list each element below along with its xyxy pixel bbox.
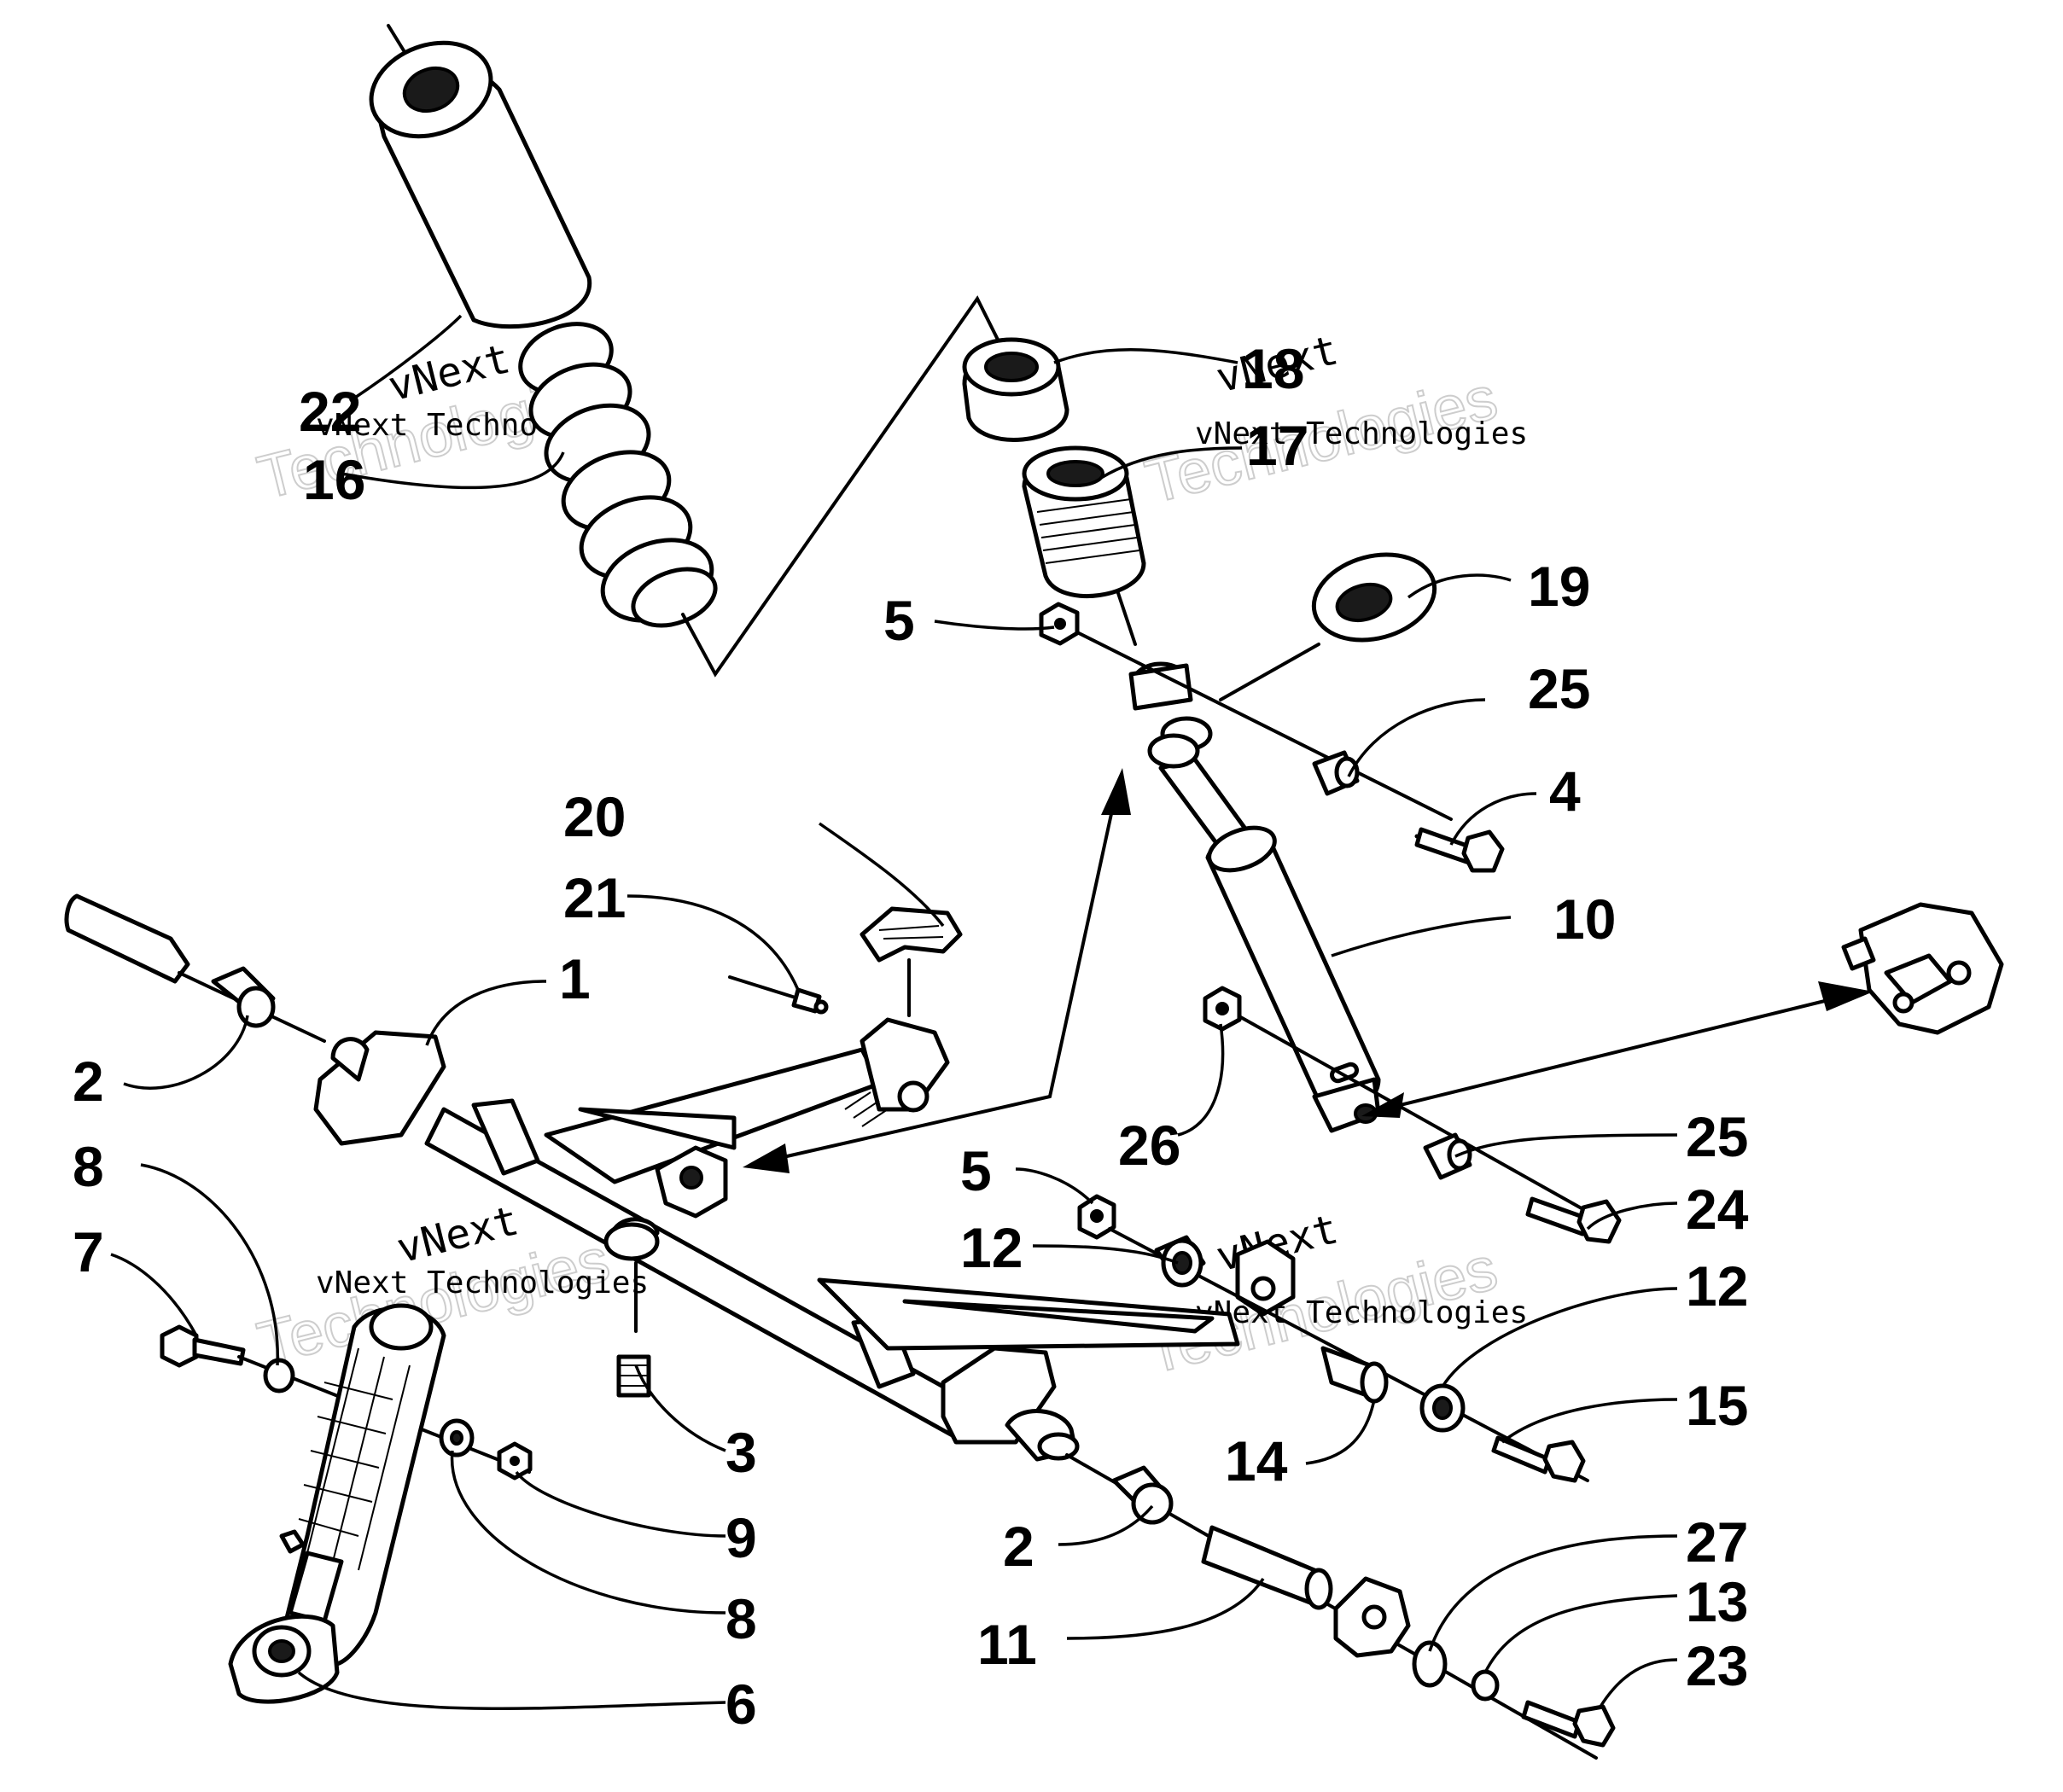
washer-8-lower-part: [439, 1418, 475, 1457]
lower-shock-bolt-axis: [1236, 1014, 1589, 1213]
bolt-15-part: [1491, 1435, 1586, 1483]
wheel-nut-part: [1333, 1576, 1411, 1658]
watermark-line-3: vNext Technologies: [316, 1265, 649, 1300]
pin-21-part: [728, 975, 829, 1015]
shock-cover-part: [369, 24, 592, 329]
shock-absorber-part: [1128, 661, 1381, 1133]
callout-12-upper: 12: [960, 1216, 1023, 1279]
bushing-12-lower-part: [1419, 1383, 1466, 1433]
callout-25-lower: 25: [1686, 1105, 1748, 1168]
callout-25-upper: 25: [1528, 657, 1590, 720]
watermark-line-2: vNext Technologies: [1195, 416, 1528, 451]
callout-27: 27: [1686, 1510, 1748, 1574]
pin-11-part: [1201, 1525, 1333, 1610]
callout-18: 18: [1242, 337, 1304, 400]
callout-2-upper: 2: [73, 1050, 104, 1113]
washer-19-part: [1311, 552, 1437, 643]
callout-17: 17: [1246, 414, 1308, 477]
mounting-bracket-part: [1841, 902, 2004, 1035]
spring-part: [518, 322, 718, 628]
callout-24: 24: [1686, 1178, 1749, 1241]
callout-5-upper: 5: [883, 589, 915, 652]
washer-13-part: [1471, 1669, 1500, 1702]
callout-13: 13: [1686, 1570, 1748, 1633]
callout-14: 14: [1225, 1429, 1288, 1492]
spring-adjuster-part: [962, 337, 1069, 442]
callout-26: 26: [1118, 1114, 1180, 1177]
callout-10: 10: [1553, 887, 1616, 951]
callout-11: 11: [977, 1613, 1037, 1676]
bushing-25-upper-part: [1312, 750, 1360, 796]
bushing-12-upper-part: [1154, 1235, 1206, 1288]
pad-20-part: [860, 906, 963, 963]
bolt-23-part: [1521, 1700, 1616, 1748]
assembly-axis-line: [681, 295, 1017, 678]
callout-16: 16: [303, 448, 365, 511]
bushing-25-lower-part: [1423, 1132, 1472, 1180]
spring-seat-part: [1022, 445, 1146, 598]
nut-5-upper-part: [1039, 602, 1080, 646]
leader-lines: [110, 314, 1678, 1710]
callout-3: 3: [726, 1421, 757, 1484]
callout-20: 20: [563, 785, 626, 848]
callout-23: 23: [1686, 1634, 1748, 1697]
callout-15: 15: [1686, 1374, 1748, 1437]
callout-7: 7: [73, 1220, 104, 1283]
callout-6: 6: [726, 1673, 757, 1736]
callout-5-lower: 5: [960, 1139, 992, 1202]
callout-9: 9: [726, 1506, 757, 1569]
callout-1: 1: [559, 947, 591, 1010]
callout-labels: 22 16 18 17 19 5 25 4 10 20 21 1 2 8 7 2…: [73, 337, 1749, 1736]
a-arm-part: [313, 1017, 1296, 1462]
washer-27-part: [1412, 1640, 1448, 1688]
callout-8-lower: 8: [726, 1587, 757, 1650]
callout-19: 19: [1528, 555, 1590, 618]
callout-8-upper: 8: [73, 1135, 104, 1198]
shaft-pin-left-part: [64, 893, 190, 984]
bolt-4-part: [1414, 827, 1505, 873]
double-arrow: [1361, 981, 1874, 1118]
callout-4: 4: [1549, 759, 1581, 823]
idler-arm-part: [228, 1303, 446, 1704]
bolt-7-part: [160, 1324, 246, 1368]
bushing-2-upper-part: [211, 966, 276, 1028]
nut-9-part: [497, 1441, 533, 1481]
bushing-2-lower-part: [1111, 1465, 1174, 1525]
nut-26-part: [1203, 986, 1242, 1032]
upper-shock-bolt-axis: [1065, 625, 1453, 821]
mount-arrow: [743, 768, 1131, 1173]
sleeve-14-part: [1320, 1346, 1389, 1404]
nut-5-lower-part: [1077, 1194, 1116, 1240]
spring-seat-axis: [1116, 591, 1137, 646]
washer-axis: [1219, 643, 1320, 701]
callout-22: 22: [299, 380, 361, 443]
callout-12-lower: 12: [1686, 1254, 1748, 1318]
washer-8-upper-part: [263, 1358, 295, 1393]
callout-2-lower: 2: [1003, 1515, 1034, 1578]
grease-fitting-part: [603, 1222, 660, 1398]
callout-21: 21: [563, 866, 626, 929]
